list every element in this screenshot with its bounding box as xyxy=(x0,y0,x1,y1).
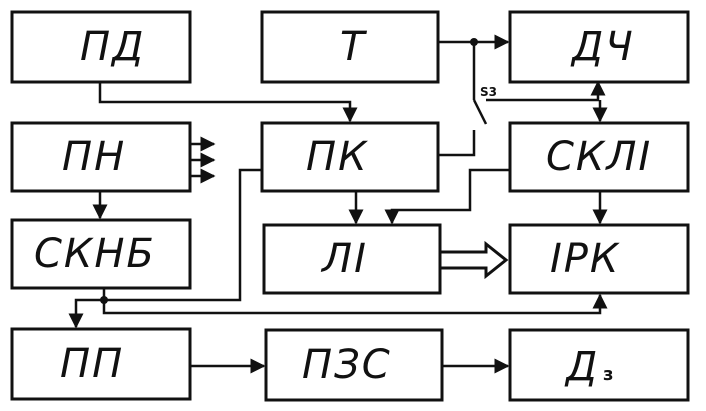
block-skli-label: СКЛІ xyxy=(546,134,652,180)
wire-switch-pk xyxy=(438,130,476,157)
block-pp-label: ПП xyxy=(60,341,124,387)
block-skli: СКЛІ xyxy=(508,121,690,193)
junction-sknb-out xyxy=(100,296,108,304)
block-pzs-label: ПЗС xyxy=(302,342,392,388)
block-irk-label: ІРК xyxy=(550,236,620,282)
block-pn-label: ПН xyxy=(62,134,126,180)
block-pd: ПД xyxy=(10,10,192,84)
block-pk: ПК xyxy=(260,121,440,193)
block-sknb-label: СКНБ xyxy=(34,231,156,277)
block-dch: ДЧ xyxy=(508,10,690,84)
bus-li-irk xyxy=(438,240,509,280)
block-d3-label: Д xyxy=(564,344,599,390)
switch-s3-blade xyxy=(472,99,488,125)
block-irk: ІРК xyxy=(508,223,690,295)
block-d3-subscript: з xyxy=(603,364,613,385)
wire-switch-dch xyxy=(486,80,606,102)
block-t-label: Т xyxy=(340,24,368,70)
block-li: ЛІ xyxy=(262,223,442,295)
block-pk-label: ПК xyxy=(306,134,368,180)
block-pzs: ПЗС xyxy=(264,328,444,402)
block-dch-label: ДЧ xyxy=(570,24,635,70)
wire-pd-pk xyxy=(98,82,358,123)
wire-pk-pp xyxy=(68,168,262,329)
block-sknb: СКНБ xyxy=(10,218,192,290)
wire-skli-li xyxy=(384,168,510,225)
block-pd-label: ПД xyxy=(80,24,145,70)
block-pp: ПП xyxy=(10,327,192,401)
switch-s3-label: S3 xyxy=(480,85,497,99)
block-li-label: ЛІ xyxy=(320,236,368,282)
block-d3: Д з xyxy=(508,328,690,402)
block-pn: ПН xyxy=(10,121,192,193)
block-t: Т xyxy=(260,10,440,84)
